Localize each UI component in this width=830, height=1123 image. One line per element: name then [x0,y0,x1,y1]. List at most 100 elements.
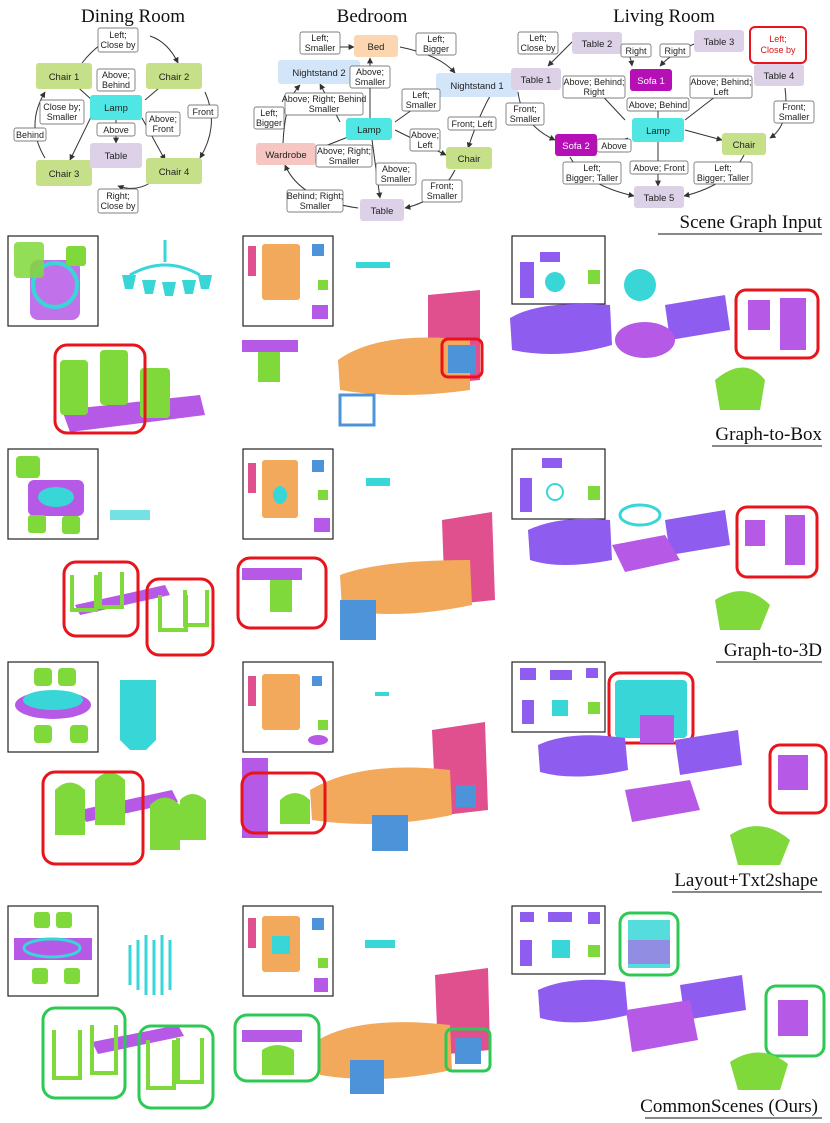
wardrobe-shape [248,463,256,493]
node-chair-2 [146,63,202,89]
node-chair-4-label: Chair 4 [159,167,190,178]
node-sofa-1 [630,69,672,91]
node-chair-3 [36,160,92,186]
highlight-red [236,556,328,630]
lamp-shape [546,483,564,501]
edge-label-box [96,68,136,92]
lamp-shape [272,936,290,954]
table-shape [314,518,330,532]
node-table [90,143,142,168]
edge-label: Left; [311,33,329,43]
edge-label: Front [192,107,214,117]
nightstand-shape [312,676,322,686]
highlight-red [240,771,327,835]
edge-label: Front [152,124,174,134]
lamp-shape [129,240,201,277]
column-title-living-room: Living Room [613,6,715,27]
edge-label-box [693,161,753,185]
highlight-red [53,343,147,435]
edge-label: Left; [583,163,601,173]
edge-label: Above; [411,130,439,140]
highlight-green [41,1006,127,1100]
node-table-5 [634,186,684,208]
lamp-shape [356,262,390,268]
edge-label: Above [103,125,129,135]
chair-shape [55,772,206,850]
node-sofa-2 [555,134,597,156]
node-chair-label: Chair [458,154,481,165]
node-table-5-label: Table 5 [644,193,675,204]
edge-label: Smaller [510,114,541,124]
edge-label-box [596,138,632,153]
sofa-shape [522,700,534,724]
edge-label: Smaller [329,156,360,166]
lamp-shape [120,680,156,750]
edge-label-box [97,27,139,53]
edge-label: Right [664,46,686,56]
row-label-commonscenes-ours: CommonScenes (Ours) [640,1096,818,1117]
edge-label-box [620,43,652,58]
wardrobe-shape [248,918,256,948]
edge-label: Left [713,87,729,97]
chair-shape [588,945,600,957]
edge-label: Close by [520,43,556,53]
edge-label-box [286,189,344,213]
table-shape [745,520,765,546]
edge-label-box [97,188,139,214]
chair-shape [258,352,280,382]
edge-label-box [375,162,417,186]
table-shape [314,978,328,992]
chair-shape [56,912,72,928]
chair-shape [715,367,765,410]
edge-label-box [349,65,391,89]
edge-label: Left; [412,90,430,100]
highlight-red [768,743,828,815]
edge-label-box [689,75,753,99]
highlight-left-close-by [749,26,807,64]
node-chair [446,147,492,169]
scene-graph-dining: Chair 1 Chair 2 Chair 3 Chair 4 Lamp Tab… [13,27,219,214]
row-commonscenes [7,905,826,1110]
node-lamp [90,95,142,120]
chair-shape [58,668,76,686]
node-table-1-label: Table 1 [521,75,552,86]
lamp-shape [22,937,82,959]
table-shape [586,668,598,678]
edge-label-box [299,31,341,55]
edge-label: Left [417,140,433,150]
chair-shape [70,572,209,632]
edge-label-box [659,43,691,58]
sofa-shape [665,295,730,340]
row-layout-txt2shape [7,661,828,866]
edge-label-box [284,92,364,116]
edge-label: Smaller [779,112,810,122]
highlight-green [618,911,680,977]
edge-label: Smaller [355,77,386,87]
edge-label-box [505,102,545,126]
node-table-label: Table [371,206,394,217]
edge-label: Above; Behind; [563,77,624,87]
chair-shape [730,1052,788,1090]
edge-label: Right [625,46,647,56]
node-chair-label: Chair [733,140,756,151]
chair-shape [66,246,86,266]
table-shape [242,758,268,838]
table-shape [778,1000,808,1036]
nightstand-shape [455,1038,481,1064]
edge-label: Left; [529,33,547,43]
edge-label: Above; [149,114,177,124]
node-table-4-label: Table 4 [764,71,795,82]
edge-label-box [562,161,622,185]
chair-shape [318,958,328,968]
chair-shape [588,702,600,714]
edge-label-box [409,128,441,152]
edge-label: Above; Behind [629,100,688,110]
chair-shape [318,720,328,730]
edge-label: Left; [714,163,732,173]
row-label-layout-txt2shape: Layout+Txt2shape [674,870,818,891]
edge-label: Close by [100,201,136,211]
nightstand-shape [312,460,324,472]
edge-label: Right [583,87,605,97]
chair-shape [28,515,46,533]
lamp-shape [365,940,395,948]
